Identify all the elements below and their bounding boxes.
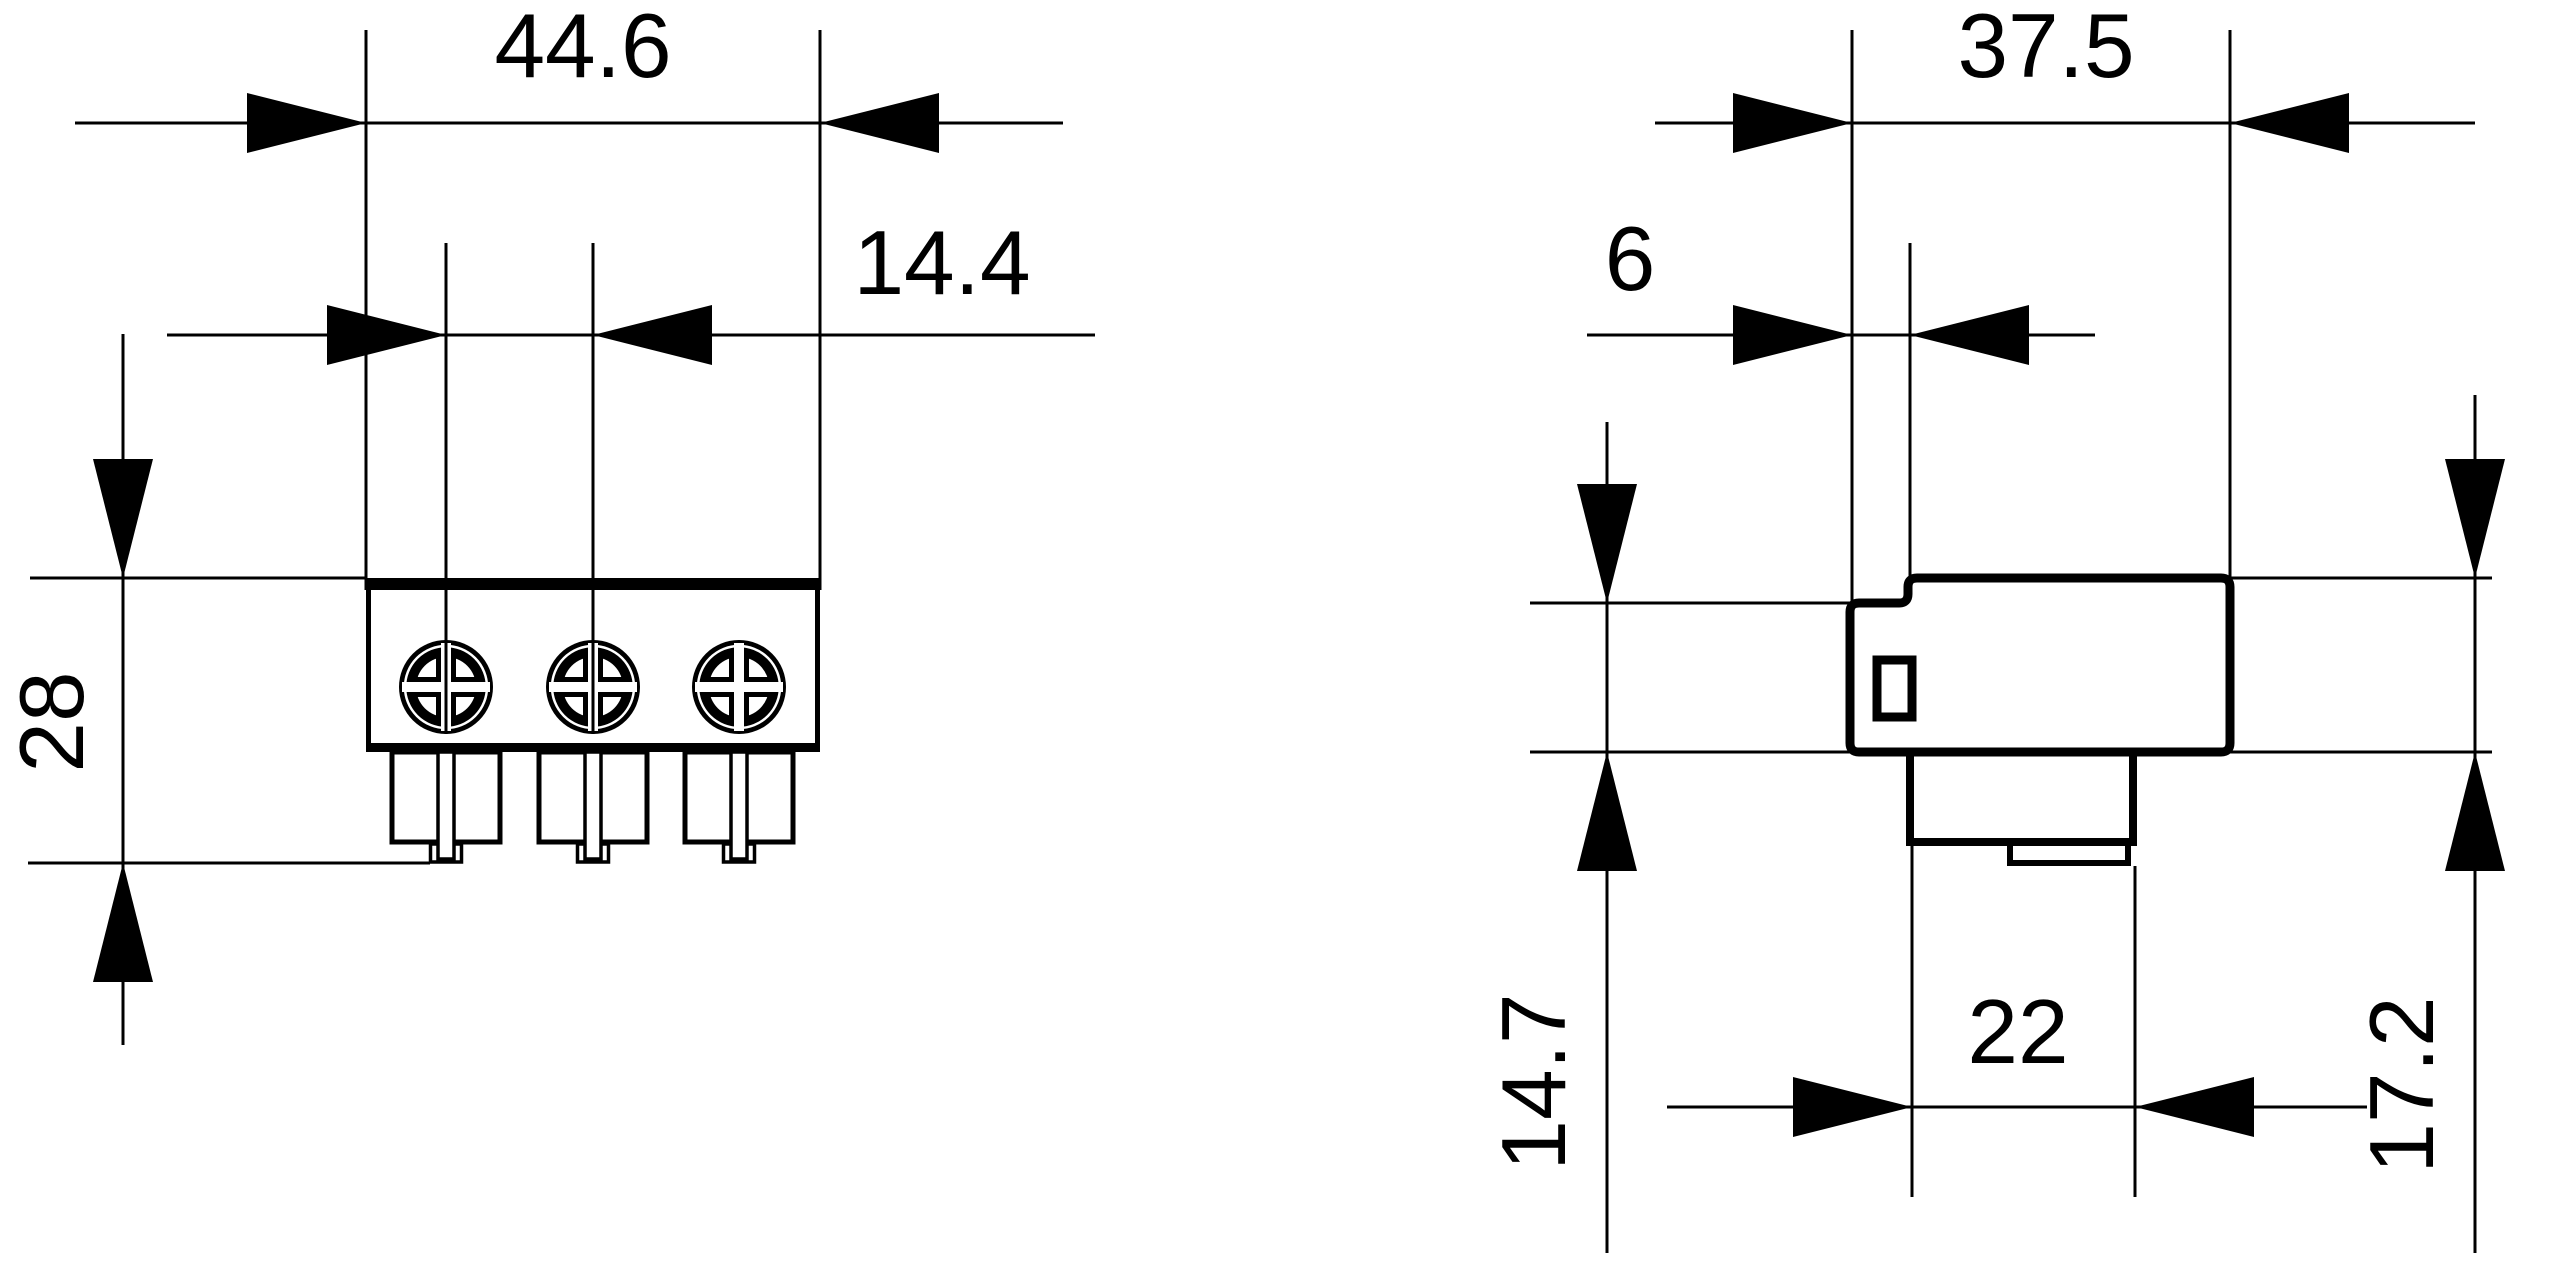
arrowhead <box>247 93 366 153</box>
screw-head <box>692 640 786 734</box>
dim-side-overall-height: 17.2 <box>2230 395 2505 1253</box>
mounting-base <box>1906 748 2137 846</box>
arrowhead <box>1910 305 2029 365</box>
arrowhead <box>1577 484 1637 603</box>
dim-side-overall-width: 37.5 <box>1655 0 2475 603</box>
dim-label: 17.2 <box>2352 996 2453 1173</box>
arrowhead <box>2445 459 2505 578</box>
dim-side-front-height: 14.7 <box>1484 422 1850 1253</box>
dim-label: 14.4 <box>853 213 1030 314</box>
arrowhead <box>2230 93 2349 153</box>
terminal-pin <box>729 750 749 861</box>
arrowhead <box>1733 305 1852 365</box>
cable-window <box>1872 655 1917 722</box>
arrowhead <box>1577 752 1637 871</box>
dim-label: 28 <box>2 671 103 772</box>
side-body-outline <box>1845 573 2235 757</box>
dim-label: 6 <box>1605 209 1656 310</box>
dim-label: 14.7 <box>1484 993 1585 1170</box>
dim-side-step-width: 6 <box>1587 209 2095 578</box>
arrowhead <box>327 305 446 365</box>
dim-front-overall-height: 28 <box>2 334 430 1045</box>
arrowhead <box>1733 93 1852 153</box>
dim-side-base-width: 22 <box>1667 846 2367 1197</box>
side-view: 37.5 6 14.7 17.2 <box>1484 0 2505 1253</box>
arrowhead <box>593 305 712 365</box>
dim-front-pitch: 14.4 <box>167 213 1095 734</box>
front-view: 44.6 14.4 28 <box>2 0 1095 1045</box>
arrowhead <box>93 459 153 578</box>
arrowhead <box>2445 752 2505 871</box>
dim-front-overall-width: 44.6 <box>75 0 1063 590</box>
arrowhead <box>820 93 939 153</box>
arrowhead <box>93 863 153 982</box>
dim-label: 37.5 <box>1957 0 2134 97</box>
terminal-pin <box>436 750 456 861</box>
arrowhead <box>1793 1077 1912 1137</box>
front-body-bottom-edge <box>366 743 820 752</box>
arrowhead <box>2135 1077 2254 1137</box>
dim-label: 44.6 <box>494 0 671 97</box>
dim-label: 22 <box>1967 982 2068 1083</box>
terminal-pin <box>583 750 603 861</box>
